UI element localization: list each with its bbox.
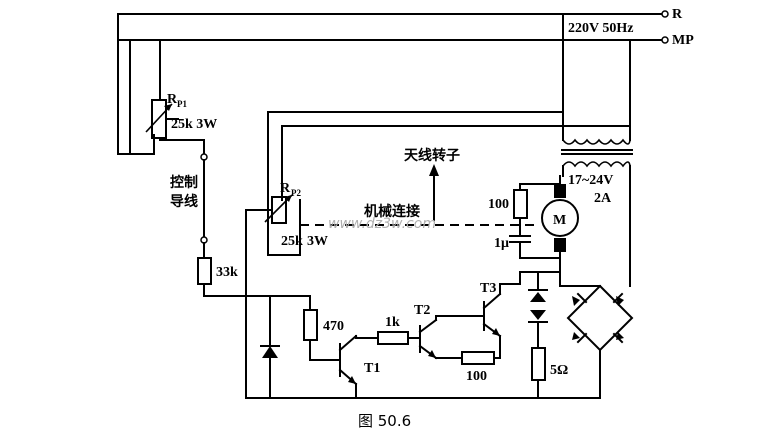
control-wire-label-2: 导线 — [170, 193, 198, 210]
antenna-rotor-label: 天线转子 — [404, 147, 460, 164]
resistor-33k — [197, 257, 311, 311]
r1k-label: 1k — [385, 315, 400, 330]
transistor-t2 — [418, 315, 481, 360]
resistor-1k — [377, 331, 421, 345]
r100-motor-label: 100 — [488, 197, 509, 212]
diode-base — [260, 295, 280, 399]
rp2-name: R — [280, 181, 291, 196]
rp2-value-k: 25k — [281, 234, 303, 249]
zener-diode-right — [519, 271, 561, 349]
rp1-value: 25k 3W — [171, 117, 217, 132]
figure-caption: 图 50.6 — [358, 412, 411, 430]
control-wire-label-1: 控制 — [170, 174, 198, 191]
mechanical-link-label: 机械连接 — [364, 203, 420, 220]
rp1-name: R — [167, 92, 178, 107]
bridge-rectifier — [559, 271, 634, 399]
resistor-100-base — [461, 335, 501, 365]
rp2-value-w: 3W — [307, 234, 328, 249]
t1-label: T1 — [364, 361, 380, 376]
r100-base-label: 100 — [466, 369, 487, 384]
terminal-mp — [661, 36, 669, 44]
r5-label: 5Ω — [550, 363, 568, 378]
control-wire — [200, 153, 208, 259]
motor-rc-snubber — [509, 183, 561, 259]
watermark: www.dz3w.com — [328, 216, 436, 232]
resistor-5-ohm — [531, 347, 546, 399]
transformer — [561, 138, 633, 287]
transistor-t1 — [338, 334, 379, 399]
resistor-470 — [303, 309, 341, 361]
r33k-label: 33k — [216, 265, 238, 280]
rp1-potentiometer — [145, 99, 205, 155]
secondary-current: 2A — [594, 191, 612, 206]
t3-label: T3 — [480, 281, 496, 296]
terminal-r — [661, 10, 669, 18]
r470-label: 470 — [323, 319, 344, 334]
label-r: R — [672, 7, 683, 22]
label-mp: MP — [672, 33, 694, 48]
rp2-potentiometer — [245, 111, 631, 399]
t2-label: T2 — [414, 303, 430, 318]
mains-wiring — [117, 10, 669, 155]
motor — [541, 175, 579, 273]
antenna-arrow — [429, 164, 439, 221]
motor-label: M — [553, 213, 566, 228]
transistor-t3 — [479, 271, 521, 338]
cap-label: 1μ — [494, 236, 509, 251]
rp2-sub: P2 — [291, 188, 301, 198]
secondary-voltage: 17~24V — [568, 173, 613, 188]
rp1-sub: P1 — [177, 99, 187, 109]
supply-rating: 220V 50Hz — [568, 21, 633, 36]
